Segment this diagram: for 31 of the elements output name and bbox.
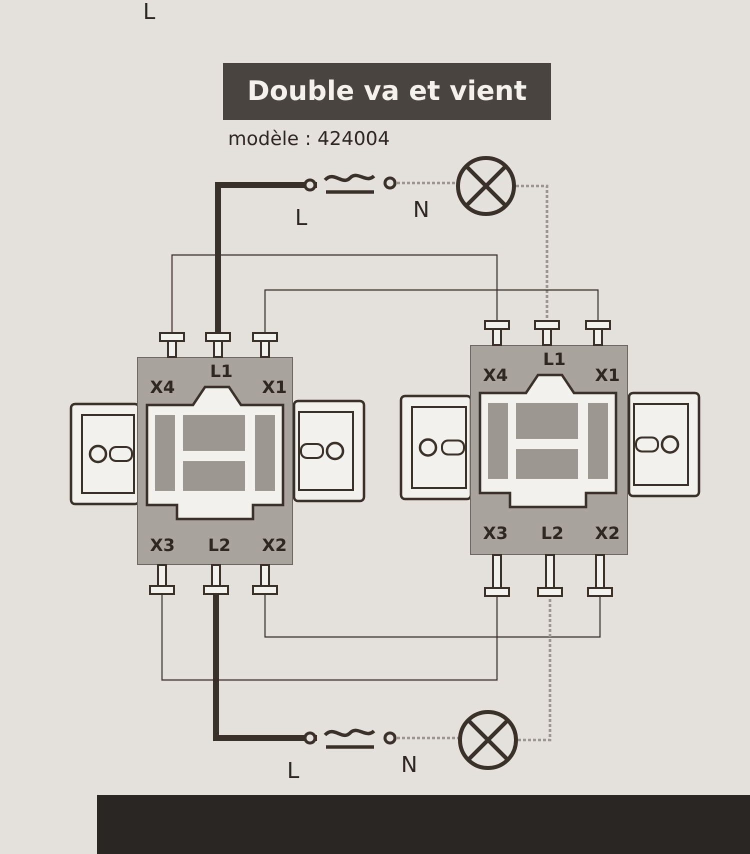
- terminal-label: L1: [543, 352, 566, 369]
- label-text: L: [143, 0, 156, 25]
- switch-body: [137, 357, 293, 565]
- wire: [397, 736, 458, 740]
- wire: [518, 597, 552, 742]
- terminal-label: L: [287, 761, 300, 783]
- terminal-label: X3: [483, 526, 508, 543]
- wire: [171, 254, 498, 332]
- wire: [264, 289, 599, 332]
- terminal-label: N: [413, 200, 430, 222]
- terminal-label: N: [401, 755, 418, 777]
- wire: [516, 184, 548, 320]
- terminal-label: L2: [541, 526, 564, 543]
- terminal-label: L2: [208, 538, 231, 555]
- wire: [215, 182, 317, 332]
- title-banner: Double va et vient: [223, 63, 551, 120]
- terminal-label: X2: [595, 526, 620, 543]
- terminal-label: X4: [150, 380, 175, 397]
- terminal-label: X3: [150, 538, 175, 555]
- terminal-label: X2: [262, 538, 287, 555]
- terminal-label: X1: [595, 368, 620, 385]
- terminal-label: X1: [262, 380, 287, 397]
- terminal-label: X4: [483, 368, 508, 385]
- wire: [213, 595, 317, 741]
- switch-body: [470, 345, 628, 555]
- label-text: modèle : 424004: [228, 128, 390, 150]
- wire: [397, 182, 456, 184]
- wire: [264, 595, 601, 638]
- terminal-label: L1: [210, 364, 233, 381]
- wire: [161, 595, 498, 681]
- terminal-label: L: [295, 208, 308, 230]
